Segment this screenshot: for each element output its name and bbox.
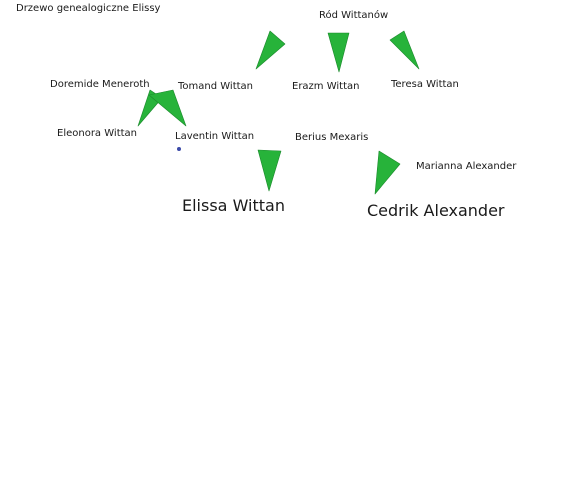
arrow-rod-to-erazm	[327, 32, 350, 73]
node-eleonora-wittan: Eleonora Wittan	[57, 128, 137, 139]
node-doremide-meneroth: Doremide Meneroth	[50, 79, 150, 90]
node-cedrik-alexander: Cedrik Alexander	[367, 201, 505, 220]
arrow-rod-to-teresa	[389, 30, 420, 70]
node-teresa-wittan: Teresa Wittan	[391, 79, 459, 90]
arrow-rod-to-tomand	[255, 30, 286, 70]
connector-dot	[177, 147, 181, 151]
node-rod-wittanow: Ród Wittanów	[319, 10, 389, 21]
diagram-title: Drzewo genealogiczne Elissy	[16, 3, 161, 14]
node-laventin-wittan: Laventin Wittan	[175, 131, 255, 142]
node-erazm-wittan: Erazm Wittan	[292, 81, 360, 92]
node-elissa-wittan: Elissa Wittan	[182, 196, 285, 215]
node-marianna-alexander: Marianna Alexander	[416, 161, 517, 172]
arrow-tomand-to-laventin	[148, 89, 187, 127]
node-tomand-wittan: Tomand Wittan	[178, 81, 254, 92]
arrow-laventin-to-elissa	[257, 149, 282, 192]
arrow-to-cedrik	[374, 150, 401, 195]
node-berius-mexaris: Berius Mexaris	[295, 132, 369, 143]
